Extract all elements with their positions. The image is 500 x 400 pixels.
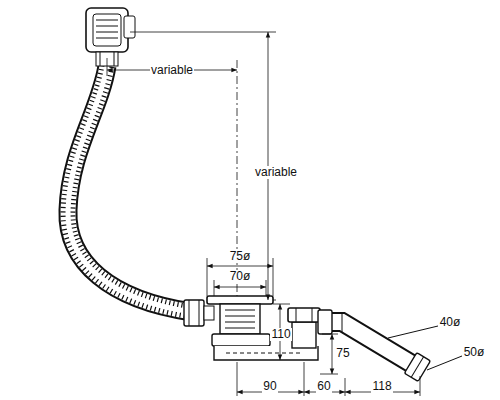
dimension-label: 40ø xyxy=(439,316,462,329)
dimension-label: 70ø xyxy=(229,270,252,283)
dimension-label: 110 xyxy=(270,328,291,341)
dimension-label: 60 xyxy=(316,380,331,393)
dimension-label: variable xyxy=(150,64,194,77)
dimension-label: variable xyxy=(254,166,298,179)
dimension-label: 75 xyxy=(335,347,350,360)
dimension-label: 50ø xyxy=(463,346,486,359)
dimension-label: 90 xyxy=(262,380,277,393)
dimension-label: 75ø xyxy=(229,250,252,263)
dimension-label: 118 xyxy=(371,380,392,393)
